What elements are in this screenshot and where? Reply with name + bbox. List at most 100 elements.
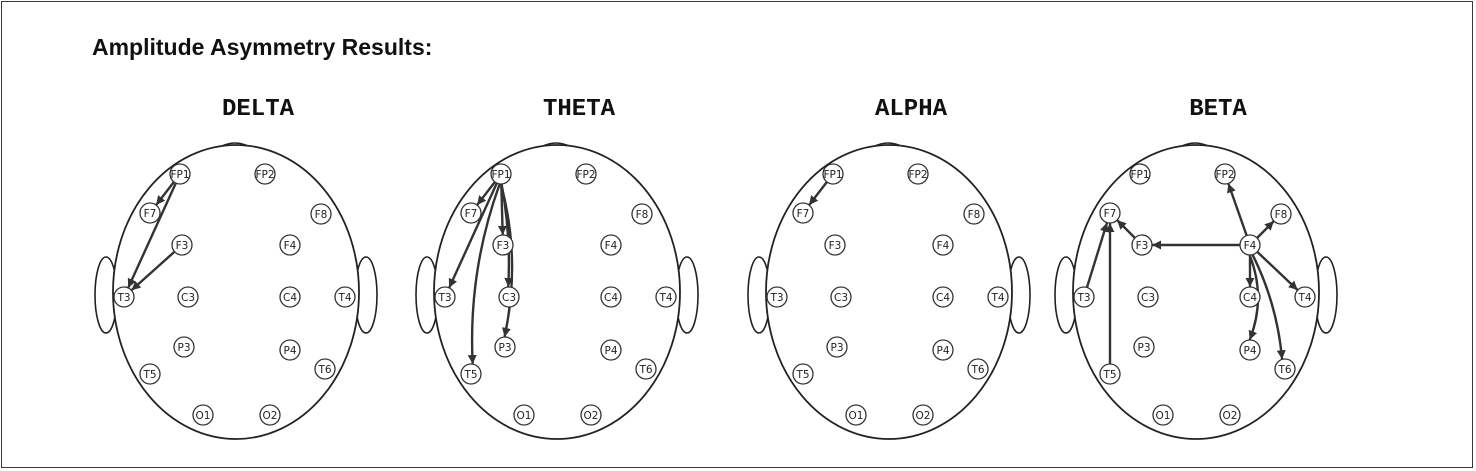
electrode-f8: F8: [963, 203, 985, 225]
electrode-circle: [494, 336, 516, 358]
electrode-circle: [1270, 203, 1292, 225]
page-title: Amplitude Asymmetry Results:: [92, 34, 433, 60]
arrow-fp1-to-t3: [127, 182, 177, 289]
electrode-label: T6: [638, 364, 652, 376]
electrode-circle: [259, 404, 281, 426]
electrode-label: F4: [284, 240, 297, 252]
electrode-p3: P3: [826, 336, 848, 358]
arrow-fp1-to-f3: [497, 183, 507, 236]
electrode-circle: [254, 163, 276, 185]
electrode-label: C3: [181, 292, 195, 304]
electrode-label: F7: [144, 208, 157, 220]
arrow-f4-to-t4: [1256, 251, 1299, 291]
arrow-group: [808, 181, 828, 206]
head-outline: [112, 144, 360, 440]
electrode-label: F3: [497, 240, 510, 252]
electrode-circle: [460, 363, 482, 385]
arrow-fp1-to-f7: [808, 181, 828, 206]
electrode-label: C4: [283, 292, 297, 304]
electrode-label: P3: [830, 342, 843, 354]
electrode-circle: [1219, 404, 1241, 426]
electrode-circle: [631, 203, 653, 225]
electrode-circle: [575, 163, 597, 185]
electrode-fp1: FP1: [822, 163, 844, 185]
electrode-f7: F7: [460, 202, 482, 224]
electrode-f3: F3: [1131, 234, 1153, 256]
electrode-f7: F7: [792, 202, 814, 224]
electrode-circle: [1294, 286, 1316, 308]
electrode-fp1: FP1: [169, 163, 191, 185]
electrode-circle: [792, 363, 814, 385]
electrode-t3: T3: [113, 286, 135, 308]
electrode-f4: F4: [1239, 234, 1261, 256]
electrode-circle: [279, 339, 301, 361]
arrow-f3-to-f7: [1116, 219, 1136, 239]
arrow-f3-to-t3: [130, 251, 176, 291]
electrode-f7: F7: [139, 202, 161, 224]
electrode-label: T5: [1102, 369, 1116, 381]
electrode-label: O2: [1223, 410, 1238, 422]
electrode-t4: T4: [334, 286, 356, 308]
electrode-f7: F7: [1099, 202, 1121, 224]
electrode-label: T6: [970, 364, 984, 376]
electrode-fp1: FP1: [1129, 163, 1151, 185]
electrode-fp1: FP1: [490, 163, 512, 185]
electrode-label: O1: [517, 410, 532, 422]
electrode-circle: [139, 202, 161, 224]
electrode-label: O2: [263, 410, 278, 422]
electrode-c4: C4: [600, 286, 622, 308]
electrode-label: P3: [1137, 342, 1150, 354]
arrow-group: [127, 181, 177, 291]
electrode-fp2: FP2: [254, 163, 276, 185]
electrode-circle: [1073, 286, 1095, 308]
electrode-circle: [310, 203, 332, 225]
electrode-circle: [434, 286, 456, 308]
electrode-label: F3: [176, 240, 189, 252]
electrode-p4: P4: [932, 339, 954, 361]
electrode-t4: T4: [1294, 286, 1316, 308]
electrode-circle: [1214, 163, 1236, 185]
electrode-circle: [635, 358, 657, 380]
electrode-label: C3: [1141, 292, 1155, 304]
electrode-circle: [967, 358, 989, 380]
electrode-circle: [600, 339, 622, 361]
electrode-circle: [1239, 339, 1261, 361]
electrode-circle: [907, 163, 929, 185]
electrode-circle: [826, 336, 848, 358]
head-outline: [765, 144, 1013, 440]
electrode-t5: T5: [1099, 363, 1121, 385]
electrode-circle: [600, 286, 622, 308]
electrode-label: F8: [636, 209, 649, 221]
electrode-o1: O1: [845, 404, 867, 426]
electrode-label: F8: [1275, 209, 1288, 221]
electrode-label: F3: [1136, 240, 1149, 252]
electrode-label: C4: [936, 292, 950, 304]
electrode-circle: [460, 202, 482, 224]
electrode-t3: T3: [766, 286, 788, 308]
electrode-label: T3: [116, 292, 130, 304]
electrode-t6: T6: [635, 358, 657, 380]
electrode-label: FP2: [576, 169, 595, 181]
electrode-label: P4: [283, 345, 296, 357]
electrode-label: FP2: [908, 169, 927, 181]
electrode-circle: [1131, 234, 1153, 256]
head-outline: [433, 144, 681, 440]
electrode-circle: [766, 286, 788, 308]
electrode-t6: T6: [1274, 358, 1296, 380]
electrode-f4: F4: [600, 234, 622, 256]
electrode-label: F4: [1244, 240, 1257, 252]
electrode-circle: [492, 234, 514, 256]
electrode-p3: P3: [494, 336, 516, 358]
electrode-circle: [932, 286, 954, 308]
electrode-circle: [1152, 404, 1174, 426]
electrode-circle: [1129, 163, 1151, 185]
electrode-circle: [600, 234, 622, 256]
electrode-circle: [490, 163, 512, 185]
electrode-label: F7: [465, 208, 478, 220]
electrode-label: O2: [916, 410, 931, 422]
